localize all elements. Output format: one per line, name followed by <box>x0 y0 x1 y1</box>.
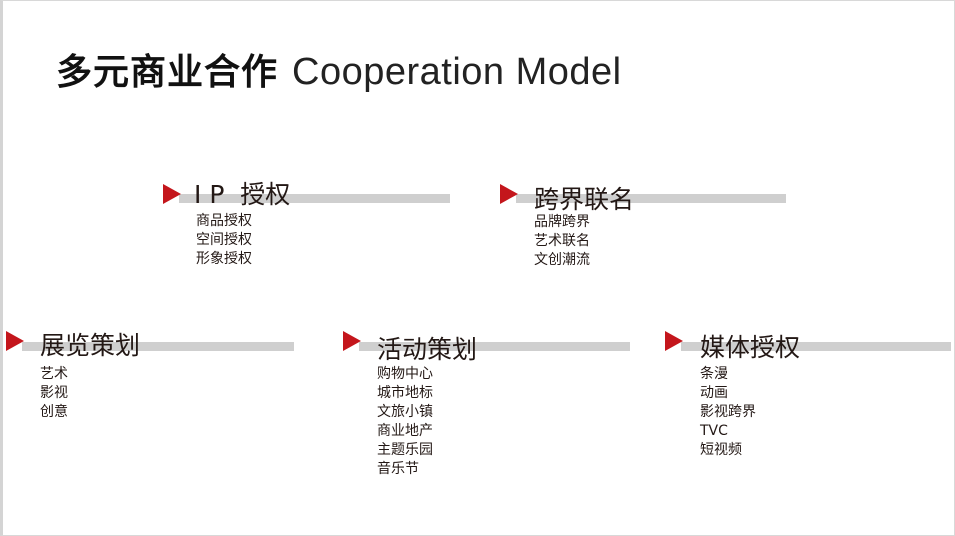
list-item: TVC <box>700 423 728 439</box>
list-item: 城市地标 <box>377 385 433 401</box>
section-bar <box>359 342 630 351</box>
list-item: 品牌跨界 <box>534 214 590 230</box>
list-item: 购物中心 <box>377 366 433 382</box>
title-en: Cooperation Model <box>292 51 622 93</box>
list-item: 文创潮流 <box>534 252 590 268</box>
section-heading: 媒体授权 <box>700 333 801 362</box>
section-heading: I P 授权 <box>194 180 291 209</box>
section-items: 艺术影视创意 <box>40 365 68 422</box>
triangle-bullet-icon <box>665 331 683 351</box>
list-item: 影视 <box>40 385 68 401</box>
list-item: 影视跨界 <box>700 404 756 420</box>
list-item: 文旅小镇 <box>377 404 433 420</box>
list-item: 条漫 <box>700 366 728 382</box>
list-item: 形象授权 <box>196 251 252 267</box>
section-items: 购物中心城市地标文旅小镇商业地产主题乐园音乐节 <box>377 365 433 479</box>
section-items: 品牌跨界艺术联名文创潮流 <box>534 213 590 270</box>
title-cn: 多元商业合作 <box>56 52 279 93</box>
list-item: 动画 <box>700 385 728 401</box>
list-item: 空间授权 <box>196 232 252 248</box>
triangle-bullet-icon <box>500 184 518 204</box>
triangle-bullet-icon <box>163 184 181 204</box>
list-item: 音乐节 <box>377 461 419 477</box>
triangle-bullet-icon <box>6 331 24 351</box>
list-item: 商业地产 <box>377 423 433 439</box>
triangle-bullet-icon <box>343 331 361 351</box>
section-heading: 跨界联名 <box>534 185 635 214</box>
section-bar <box>179 194 450 203</box>
section-heading: 展览策划 <box>40 331 141 360</box>
section-items: 商品授权空间授权形象授权 <box>196 212 252 269</box>
list-item: 创意 <box>40 404 68 420</box>
list-item: 商品授权 <box>196 213 252 229</box>
section-bar <box>22 342 294 351</box>
list-item: 主题乐园 <box>377 442 433 458</box>
section-items: 条漫动画影视跨界 TVC 短视频 <box>700 365 756 460</box>
section-bar <box>516 194 786 203</box>
section-bar <box>681 342 951 351</box>
page-title: 多元商业合作 Cooperation Model <box>56 43 622 95</box>
section-heading: 活动策划 <box>377 335 478 364</box>
list-item: 艺术 <box>40 366 68 382</box>
list-item: 短视频 <box>700 442 742 458</box>
list-item: 艺术联名 <box>534 233 590 249</box>
